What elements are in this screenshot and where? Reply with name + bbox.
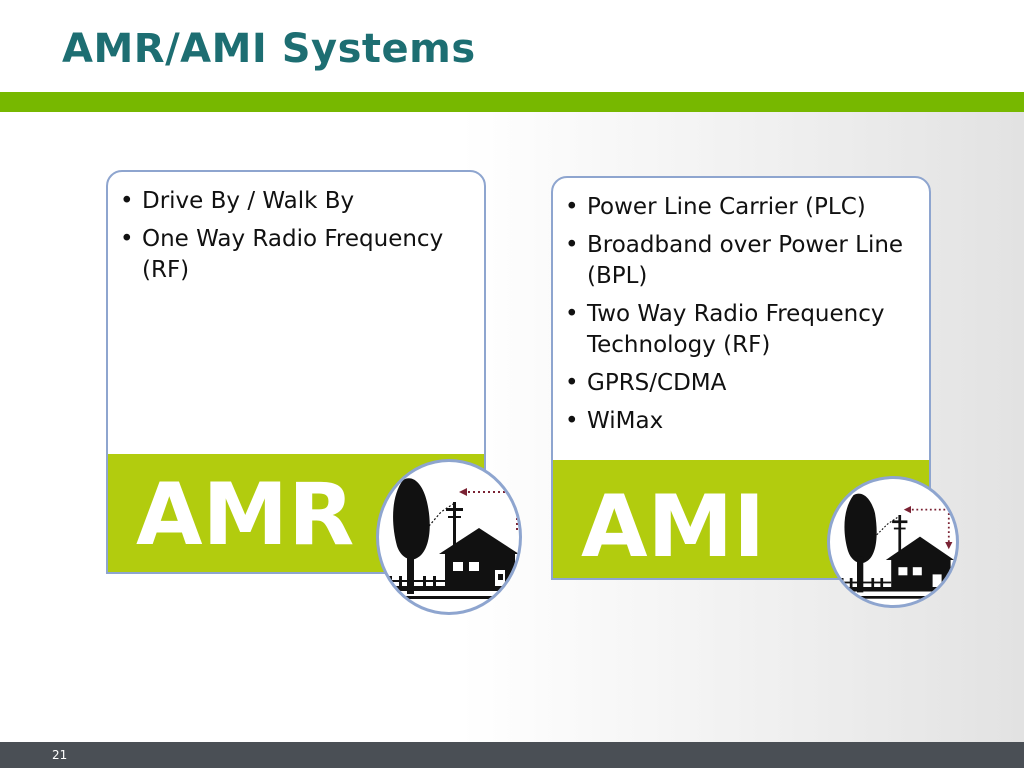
ami-bullet-item: Two Way Radio Frequency Technology (RF) [561,299,923,361]
page-number: 21 [52,748,68,762]
footer-bar: 21 [0,742,1024,768]
ami-bullet-item: Power Line Carrier (PLC) [561,192,923,223]
ami-scene-svg [837,493,955,599]
slide-title: AMR/AMI Systems [62,26,476,72]
accent-bar [0,92,1024,112]
amr-bullet-list: Drive By / Walk By One Way Radio Frequen… [116,186,478,293]
ami-bullet-item: Broadband over Power Line (BPL) [561,230,923,292]
amr-panel: Drive By / Walk By One Way Radio Frequen… [106,170,486,574]
ami-bullet-item: GPRS/CDMA [561,368,923,399]
amr-bullet-item: One Way Radio Frequency (RF) [116,224,478,286]
ami-label: AMI [581,477,766,577]
amr-label: AMR [136,465,355,565]
house-tree-utility-pole-two-way-icon [827,476,959,608]
amr-scene-svg [385,478,519,599]
ami-bullet-item: WiMax [561,406,923,437]
house-tree-utility-pole-icon [376,459,522,615]
title-area: AMR/AMI Systems [0,0,1024,92]
ami-bullet-list: Power Line Carrier (PLC) Broadband over … [561,192,923,444]
amr-bullet-item: Drive By / Walk By [116,186,478,217]
